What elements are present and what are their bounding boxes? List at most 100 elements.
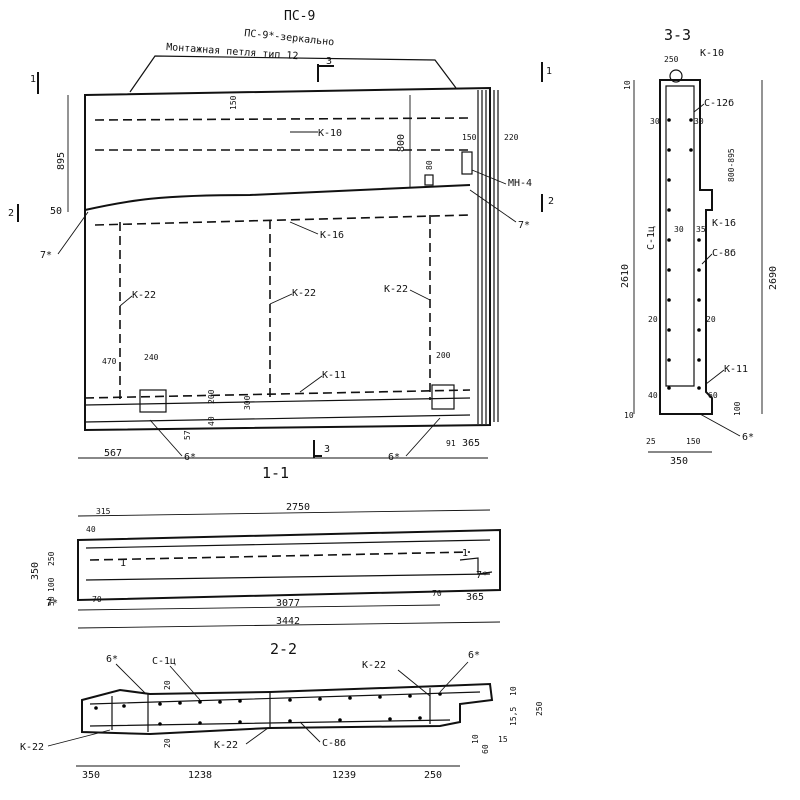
s3-dim-25: 25 [646, 437, 656, 446]
cut-mark-3-bottom: 3 [324, 444, 330, 455]
s2-leader-k22-right [397, 669, 431, 697]
s2-dim-15: 15 [498, 735, 508, 744]
s2-dim-350: 350 [82, 770, 100, 781]
cut-mark-1-right: 1 [546, 66, 552, 77]
s3-dim-250: 250 [664, 55, 679, 64]
s2-leader-c8b [299, 721, 321, 743]
s1-dim-3077: 3077 [276, 598, 300, 609]
s3-label-c12b: С-12б [704, 97, 734, 109]
label-note6-b: 6* [388, 452, 400, 463]
s2-leader-note6-right [439, 661, 469, 693]
s1-dim-70b: 70 [432, 589, 442, 598]
section3-rebar-dots [667, 118, 701, 390]
leader-k22-b [269, 293, 293, 305]
s3-dim-30b: 30 [694, 117, 704, 126]
s3-dim-800-895: 800-895 [727, 148, 736, 182]
cut-mark-2-right: 2 [548, 196, 554, 207]
label-k10: К-10 [318, 128, 342, 139]
s1-note7-right: 7* [476, 570, 488, 581]
section-3-3: 3-3 К-10 С-12б К-16 С-8б С-1ц К-11 6* 25 [620, 26, 779, 467]
mark-code-variant: ПС-9*-зеркально [244, 28, 335, 48]
cut-mark-1-left: 1 [30, 74, 36, 85]
s2-leader-k22-left [47, 729, 111, 747]
s2-dim-20a: 20 [163, 680, 172, 690]
s1-dim-line-3077 [77, 604, 441, 611]
s1-dim-line-3442 [77, 621, 501, 629]
s1-dim-2750: 2750 [286, 502, 310, 513]
label-k22-a: К-22 [132, 290, 156, 301]
s2-leader-note6-left [115, 663, 147, 695]
s2-dim-1239: 1239 [332, 770, 356, 781]
bottom-band-line2 [84, 414, 471, 423]
dim-200-b: 200 [436, 351, 451, 360]
s2-dim-15-5: 15,5 [509, 707, 518, 726]
s3-label-c8b: С-8б [712, 247, 736, 259]
section3-inner [665, 85, 695, 387]
section3-outline [659, 79, 713, 415]
s2-dim-10b: 10 [471, 734, 480, 744]
dim-365: 365 [462, 438, 480, 449]
s3-label-k10: К-10 [700, 48, 724, 59]
s1-dim-350: 350 [30, 562, 41, 580]
s2-dim-250-v: 250 [535, 701, 544, 716]
s2-dim-60: 60 [481, 744, 490, 754]
s3-dim-2610: 2610 [620, 264, 631, 288]
dim-150-top: 150 [229, 95, 238, 110]
panel-outline [84, 86, 491, 432]
s2-label-c8b: С-8б [322, 737, 346, 749]
s3-dim-10b: 10 [624, 411, 634, 420]
s3-dim-20b: 20 [706, 315, 716, 324]
dim-895: 895 [56, 152, 67, 170]
dim-300: 300 [243, 395, 252, 410]
s2-dim-250: 250 [424, 770, 442, 781]
s3-leader-k11 [705, 369, 725, 385]
rebar-k16 [94, 214, 471, 226]
dim-40: 40 [207, 416, 216, 426]
embedded-plate-small [424, 174, 434, 186]
label-k11: К-11 [322, 370, 346, 381]
mark-code: ПС-9 [284, 9, 315, 24]
s3-label-k11: К-11 [724, 364, 748, 375]
leader-note7-right [469, 189, 517, 223]
s1-dim-250: 250 [47, 551, 56, 566]
s2-label-k22-mid: К-22 [214, 740, 238, 751]
s3-dim-10: 10 [623, 80, 632, 90]
opening-right [431, 384, 455, 410]
s3-leader-c8b [701, 253, 713, 265]
label-k22-c: К-22 [384, 284, 408, 295]
dim-50: 50 [50, 206, 62, 217]
section-1-1-plan: 1 1 315 2750 40 350 250 100 50 7* 7* 70 … [30, 502, 501, 629]
s3-dim-40: 40 [648, 391, 658, 400]
s3-leader-note6 [699, 413, 741, 437]
s1-dim-line-top [77, 509, 491, 517]
section-2-2: 2-2 6* С-1ц К-22 6* К-22 К-22 [20, 640, 544, 781]
s2-dim-1238: 1238 [188, 770, 212, 781]
dim-800: 800 [396, 134, 407, 152]
s1-outline [77, 528, 501, 602]
lifting-loop-outline [129, 55, 457, 93]
s1-dim-3442: 3442 [276, 616, 300, 627]
elevation-view: К-10 К-16 К-22 К-22 К-22 К-11 МН-4 7* 7*… [8, 55, 554, 482]
dim-220: 220 [504, 133, 519, 142]
s3-dim-20a: 20 [648, 315, 658, 324]
dim-470: 470 [102, 357, 117, 366]
label-mn4: МН-4 [508, 178, 532, 189]
s3-dim-30c: 30 [674, 225, 684, 234]
dim-80: 80 [425, 160, 434, 170]
s2-label-k22-left: К-22 [20, 742, 44, 753]
section-title-2-2: 2-2 [270, 640, 297, 658]
leader-note6-a [149, 419, 183, 457]
s1-dim-100: 100 [47, 577, 56, 592]
rebar-k11 [84, 389, 471, 399]
s1-notch [459, 557, 493, 575]
label-note6-a: 6* [184, 452, 196, 463]
s3-label-k16: К-16 [712, 218, 736, 229]
s3-dim-2690: 2690 [768, 266, 779, 290]
s3-label-note6: 6* [742, 432, 754, 443]
leader-k11 [299, 375, 323, 393]
label-note7-left: 7* [40, 250, 52, 261]
s1-dim-315: 315 [96, 507, 111, 516]
embedded-plate-mn4 [461, 151, 473, 175]
s2-dim-10: 10 [509, 686, 518, 696]
